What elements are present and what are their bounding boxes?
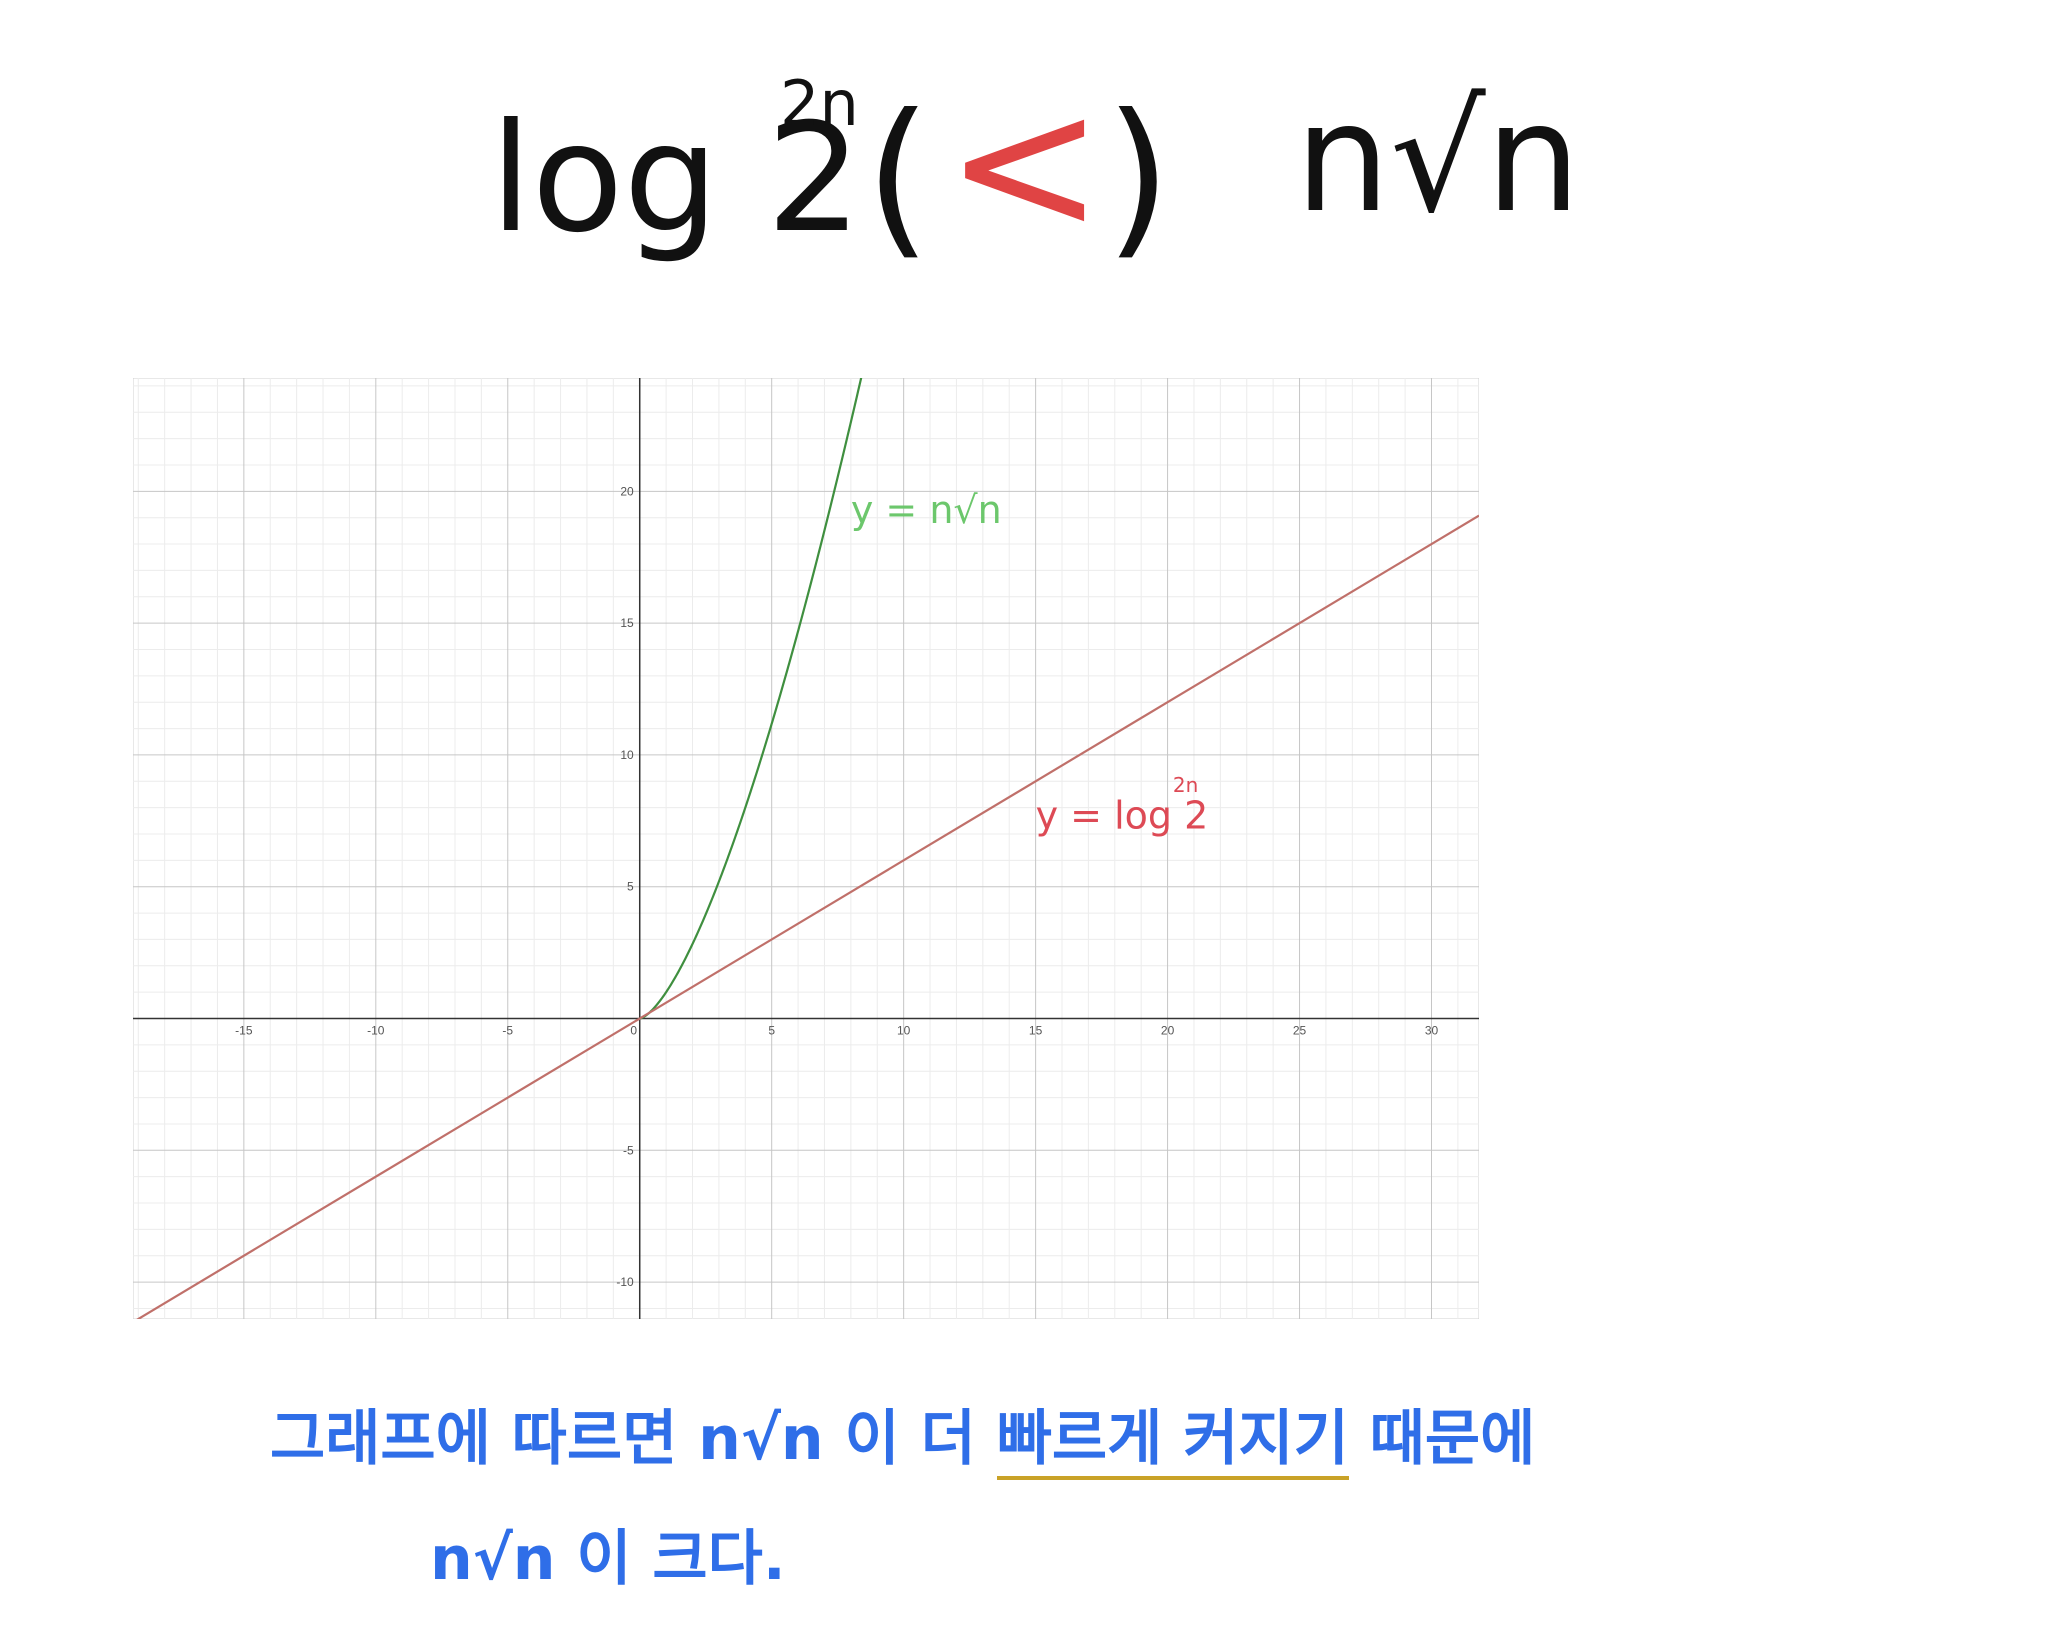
y-tick-label: 15: [620, 616, 634, 630]
note-line-1-part-2: 때문에: [1348, 1404, 1536, 1474]
series-lines: [132, 376, 1480, 1324]
note-line-1: 그래프에 따르면 n√n 이 더 빠르게 커지기 때문에: [270, 1390, 1536, 1480]
comparison-expression: log 2 2n ( < ) n√n: [490, 54, 1581, 276]
label-log-2-2n-exponent: 2n: [1173, 773, 1198, 797]
label-log-2-2n: y = log 2: [1036, 794, 1209, 838]
x-tick-label: 5: [768, 1024, 775, 1038]
x-tick-label: 30: [1425, 1024, 1439, 1038]
x-tick-label: 20: [1161, 1024, 1175, 1038]
x-tick-label: 15: [1029, 1024, 1043, 1038]
series-line-log-2-2n: [132, 514, 1480, 1324]
left-exponent: 2n: [780, 67, 859, 140]
x-tick-label: -10: [367, 1024, 385, 1038]
tick-labels: -15 -10 -5 0 5 10 15 20 25 30 -10 -5 5 10 15 20: [235, 484, 1438, 1289]
note-line-1-part-1: 그래프에 따르면 n√n 이 더: [270, 1404, 997, 1474]
handwritten-note: 그래프에 따르면 n√n 이 더 빠르게 커지기 때문에 n√n 이 크다.: [270, 1390, 1670, 1620]
y-tick-label: 10: [620, 748, 634, 762]
series-line-n-sqrt-n: [639, 376, 863, 1020]
x-tick-label: 10: [897, 1024, 911, 1038]
plot-frame: [132, 377, 1480, 1320]
axes: [133, 378, 1479, 1319]
left-expression: log 2: [490, 92, 862, 266]
series-labels: y = n√n y = log 22n: [851, 488, 1208, 838]
graph-panel: -15 -10 -5 0 5 10 15 20 25 30 -10 -5 5 10 15 20 y = n√n…: [132, 376, 1480, 1324]
minor-grid: [132, 377, 1480, 1320]
y-tick-label: 5: [627, 880, 634, 894]
x-tick-label: 0: [630, 1024, 637, 1038]
x-tick-label: 25: [1293, 1024, 1307, 1038]
x-tick-label: -5: [502, 1024, 513, 1038]
label-n-sqrt-n: y = n√n: [851, 488, 1002, 532]
major-grid: [133, 378, 1479, 1319]
relation-symbol: <: [945, 54, 1104, 275]
note-underlined-phrase: 빠르게 커지기: [996, 1404, 1349, 1480]
open-paren: (: [865, 78, 931, 276]
right-expression: n√n: [1295, 72, 1581, 246]
x-tick-label: -15: [235, 1024, 253, 1038]
close-paren: ): [1105, 78, 1171, 276]
y-tick-label: -10: [616, 1275, 634, 1289]
function-graph: -15 -10 -5 0 5 10 15 20 25 30 -10 -5 5 10 15 20 y = n√n…: [132, 376, 1480, 1324]
y-tick-label: -5: [623, 1143, 634, 1157]
y-tick-label: 20: [620, 484, 634, 498]
note-line-2: n√n 이 크다.: [430, 1524, 786, 1594]
